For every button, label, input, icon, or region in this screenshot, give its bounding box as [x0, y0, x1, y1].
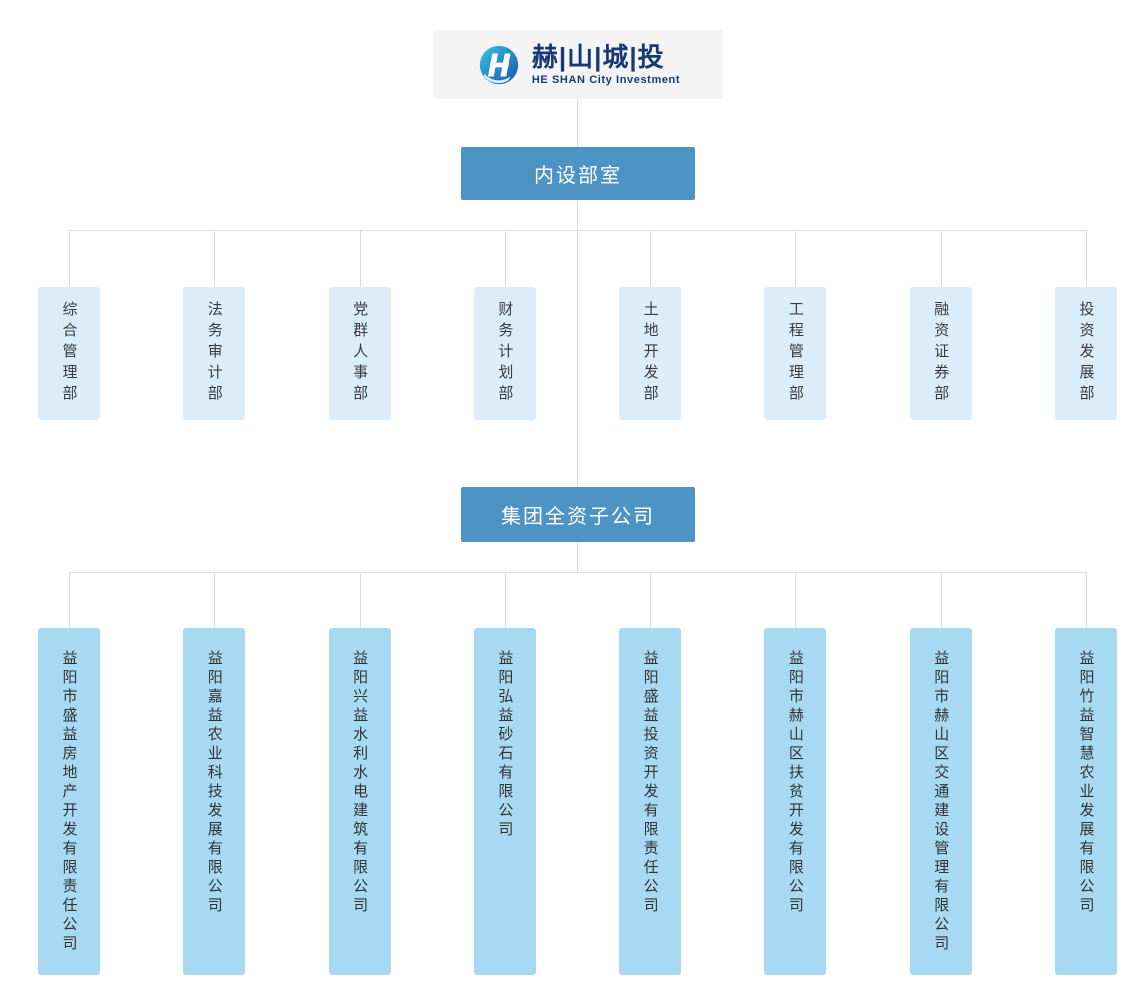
connector-departments-horizontal	[69, 230, 1087, 231]
subsidiary-node: 益阳兴益水利水电建筑有限公司	[328, 572, 391, 975]
subsidiary-label: 益阳市赫山区扶贫开发有限公司	[786, 650, 804, 916]
department-label: 投资发展部	[1077, 301, 1095, 406]
department-label: 土地开发部	[641, 301, 659, 406]
logo-subtitle: HE SHAN City Investment	[531, 73, 681, 86]
subsidiary-node: 益阳市赫山区扶贫开发有限公司	[764, 572, 827, 975]
subsidiary-label: 益阳兴益水利水电建筑有限公司	[351, 650, 369, 916]
department-node: 综合管理部	[38, 230, 100, 420]
subsidiary-node: 益阳盛益投资开发有限责任公司	[619, 572, 682, 975]
subsidiary-label: 益阳嘉益农业科技发展有限公司	[205, 650, 223, 916]
department-node: 融资证券部	[909, 230, 972, 420]
company-logo: 赫|山|城|投 HE SHAN City Investment	[433, 30, 723, 99]
department-label: 财务计划部	[496, 301, 514, 406]
department-label: 综合管理部	[60, 301, 78, 406]
departments-row: 综合管理部 法务审计部 党群人事部 财务计划部 土地开发部 工程管理部 融资证券…	[38, 230, 1117, 420]
logo-title: 赫|山|城|投	[531, 42, 665, 73]
logo-text-block: 赫|山|城|投 HE SHAN City Investment	[532, 43, 680, 86]
department-label: 法务审计部	[205, 301, 223, 406]
connector-logo-to-departments	[577, 99, 578, 147]
subsidiaries-header: 集团全资子公司	[461, 487, 695, 542]
department-node: 工程管理部	[764, 230, 827, 420]
subsidiary-label: 益阳盛益投资开发有限责任公司	[641, 650, 659, 916]
department-node: 土地开发部	[619, 230, 682, 420]
subsidiary-label: 益阳市盛益房地产开发有限责任公司	[60, 650, 78, 954]
department-node: 财务计划部	[473, 230, 536, 420]
heshan-logo-icon	[479, 45, 519, 84]
subsidiary-node: 益阳竹益智慧农业发展有限公司	[1054, 572, 1117, 975]
departments-header: 内设部室	[461, 147, 695, 200]
connector-subsidiaries-stub	[577, 542, 578, 572]
department-label: 党群人事部	[351, 301, 369, 406]
connector-center-vertical	[577, 200, 578, 487]
subsidiary-label: 益阳市赫山区交通建设管理有限公司	[932, 650, 950, 954]
department-node: 法务审计部	[183, 230, 246, 420]
department-label: 融资证券部	[932, 301, 950, 406]
department-label: 工程管理部	[786, 301, 804, 406]
subsidiary-node: 益阳市赫山区交通建设管理有限公司	[909, 572, 972, 975]
subsidiary-label: 益阳竹益智慧农业发展有限公司	[1077, 650, 1095, 916]
subsidiaries-row: 益阳市盛益房地产开发有限责任公司 益阳嘉益农业科技发展有限公司 益阳兴益水利水电…	[38, 572, 1117, 975]
subsidiary-node: 益阳弘益砂石有限公司	[473, 572, 536, 975]
subsidiary-node: 益阳市盛益房地产开发有限责任公司	[38, 572, 100, 975]
subsidiary-node: 益阳嘉益农业科技发展有限公司	[183, 572, 246, 975]
subsidiary-label: 益阳弘益砂石有限公司	[496, 650, 514, 840]
department-node: 党群人事部	[328, 230, 391, 420]
connector-subsidiaries-horizontal	[69, 572, 1087, 573]
department-node: 投资发展部	[1054, 230, 1117, 420]
